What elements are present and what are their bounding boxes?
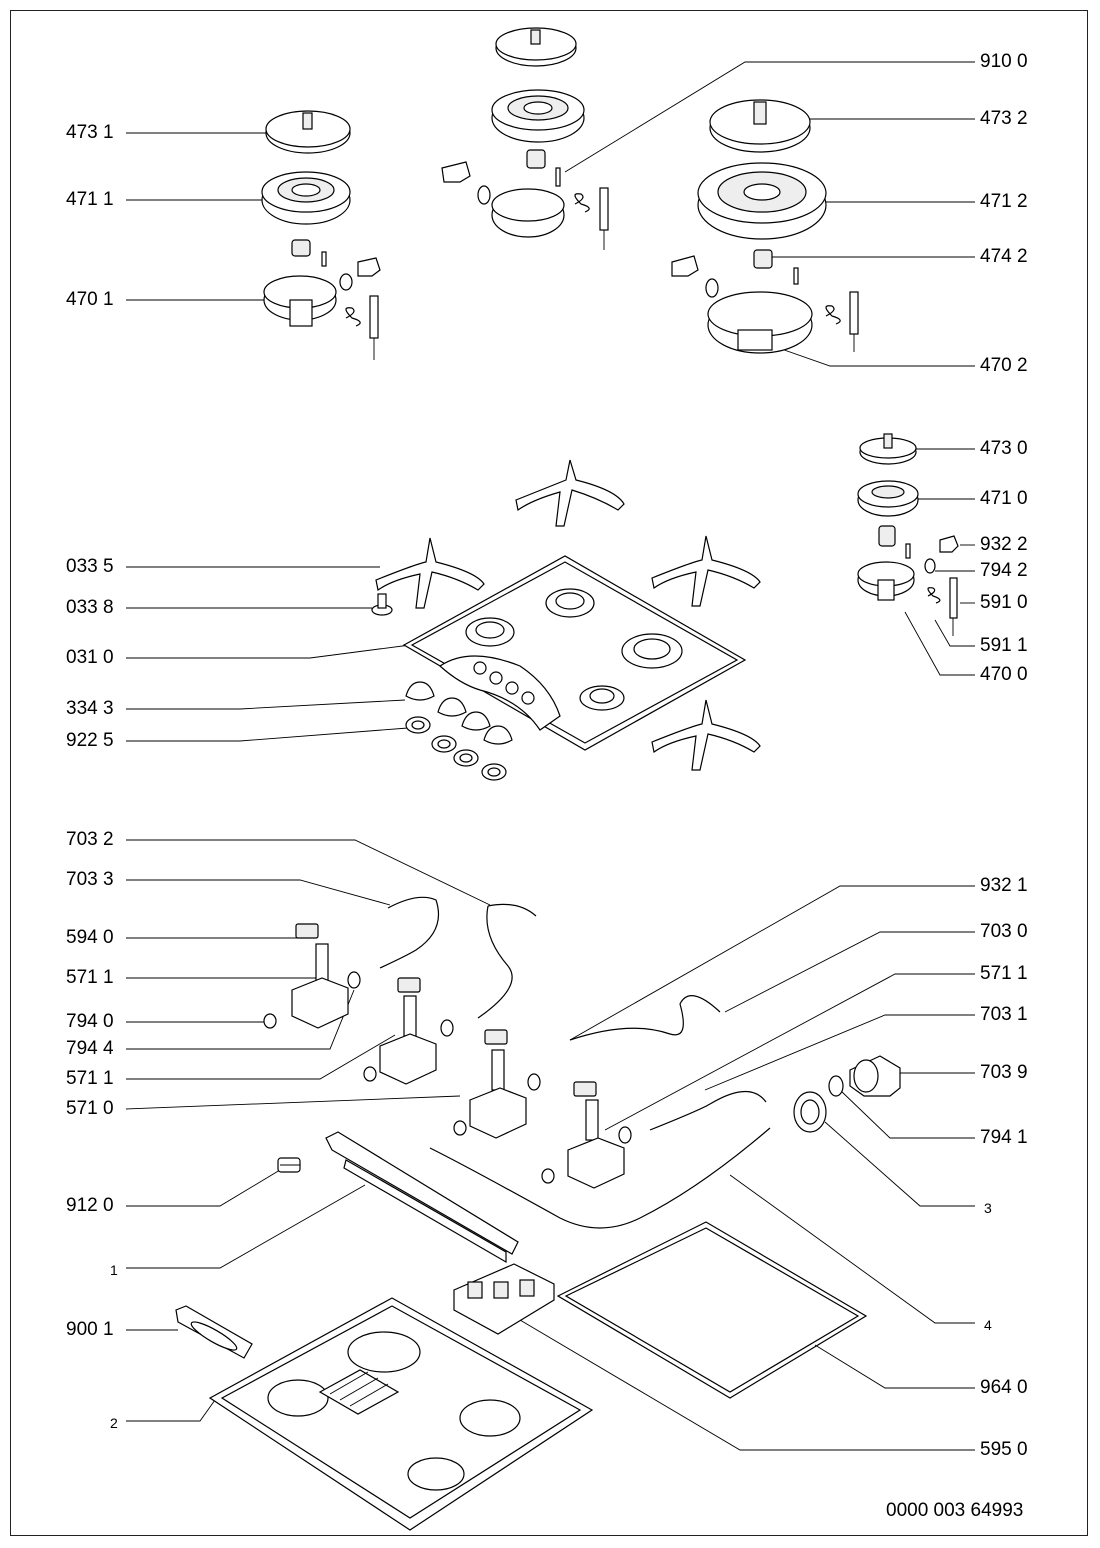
label-910-0: 910 0 xyxy=(980,51,1028,72)
label-703-9: 703 9 xyxy=(980,1062,1028,1083)
hob-top-031-0 xyxy=(402,555,747,751)
label-591-0: 591 0 xyxy=(980,592,1028,613)
label-033-5: 033 5 xyxy=(66,556,114,577)
control-bracket-1 xyxy=(325,1131,519,1264)
gas-pipes xyxy=(379,896,771,1229)
label-473-2: 473 2 xyxy=(980,108,1028,129)
seal-964-0 xyxy=(556,1221,868,1399)
label-571-0: 571 0 xyxy=(66,1098,114,1119)
label-3: 3 xyxy=(984,1200,992,1216)
document-number: 0000 003 64993 xyxy=(886,1500,1024,1521)
burner-body-470-1 xyxy=(263,239,381,360)
label-470-2: 470 2 xyxy=(980,355,1028,376)
label-794-0: 794 0 xyxy=(66,1011,114,1032)
burner-body-470-2 xyxy=(671,249,859,354)
burner-cap-473-1 xyxy=(265,110,351,154)
pipe-fittings xyxy=(793,1055,901,1133)
label-595-0: 595 0 xyxy=(980,1439,1028,1460)
label-471-1: 471 1 xyxy=(66,189,114,210)
label-932-1: 932 1 xyxy=(980,875,1028,896)
label-031-0: 031 0 xyxy=(66,647,114,668)
label-474-2: 474 2 xyxy=(980,246,1028,267)
label-473-1: 473 1 xyxy=(66,122,114,143)
label-334-3: 334 3 xyxy=(66,698,114,719)
label-571-1-c: 571 1 xyxy=(980,963,1028,984)
label-900-1: 900 1 xyxy=(66,1319,114,1340)
label-1: 1 xyxy=(110,1262,118,1278)
label-594-0: 594 0 xyxy=(66,927,114,948)
label-471-0: 471 0 xyxy=(980,488,1028,509)
pan-support-033-5 xyxy=(375,459,761,771)
label-912-0: 912 0 xyxy=(66,1195,114,1216)
bracket-900-1 xyxy=(175,1305,253,1359)
label-4: 4 xyxy=(984,1317,992,1333)
burner-cap-473-2 xyxy=(709,99,811,153)
label-922-5: 922 5 xyxy=(66,730,114,751)
burner-top-center xyxy=(441,27,609,250)
label-033-8: 033 8 xyxy=(66,597,114,618)
burner-ring-471-2 xyxy=(697,162,827,240)
leader-lines-left xyxy=(125,132,491,1422)
label-794-1: 794 1 xyxy=(980,1127,1028,1148)
knobs-334-3 xyxy=(405,681,513,745)
label-932-2: 932 2 xyxy=(980,534,1028,555)
gas-taps xyxy=(263,923,632,1189)
label-571-1-a: 571 1 xyxy=(66,967,114,988)
label-591-1: 591 1 xyxy=(980,635,1028,656)
label-471-2: 471 2 xyxy=(980,191,1028,212)
diagram-frame xyxy=(10,10,1088,1536)
label-794-2: 794 2 xyxy=(980,560,1028,581)
label-470-0: 470 0 xyxy=(980,664,1028,685)
label-470-1: 470 1 xyxy=(66,289,114,310)
label-473-0: 473 0 xyxy=(980,438,1028,459)
label-571-1-b: 571 1 xyxy=(66,1068,114,1089)
label-703-2: 703 2 xyxy=(66,829,114,850)
label-703-3: 703 3 xyxy=(66,869,114,890)
label-964-0: 964 0 xyxy=(980,1377,1028,1398)
screw-912-0 xyxy=(277,1157,301,1173)
label-703-0: 703 0 xyxy=(980,921,1028,942)
bottom-tray-2 xyxy=(208,1297,594,1531)
leader-lines-right xyxy=(519,61,975,1451)
ignition-595-0 xyxy=(453,1263,555,1335)
burner-small-470-0 xyxy=(857,433,959,636)
knob-seals-922-5 xyxy=(405,716,507,781)
label-794-4: 794 4 xyxy=(66,1038,114,1059)
label-703-1: 703 1 xyxy=(980,1004,1028,1025)
burner-ring-471-1 xyxy=(261,171,351,225)
rubber-foot-033-8 xyxy=(371,593,393,616)
label-2: 2 xyxy=(110,1415,118,1431)
